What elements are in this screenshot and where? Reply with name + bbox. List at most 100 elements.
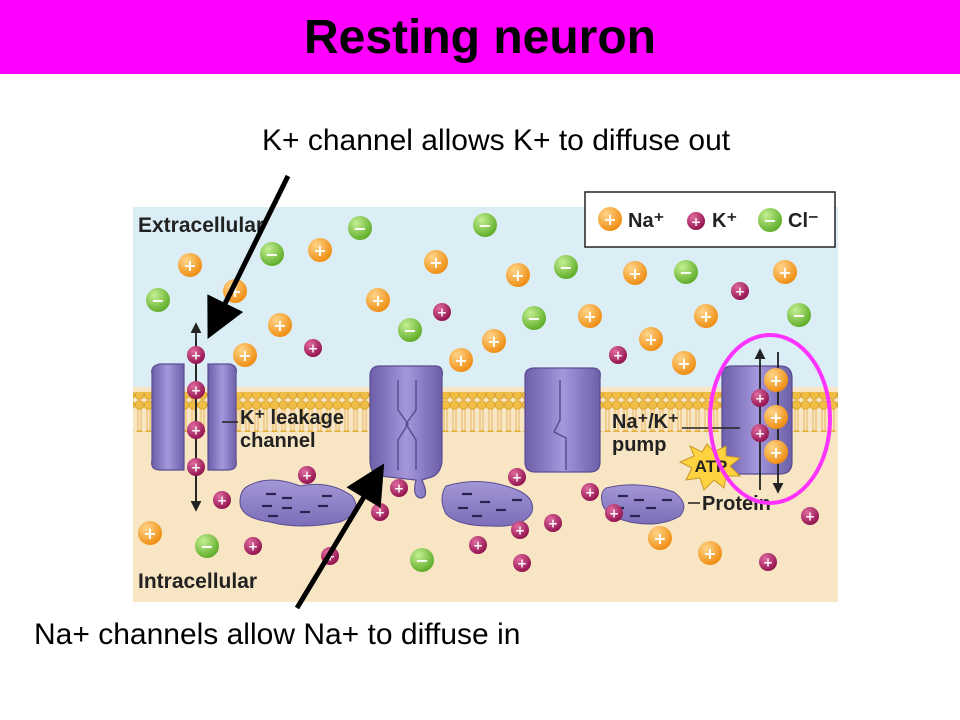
svg-text:+: + bbox=[515, 523, 525, 537]
cl-ion: − bbox=[473, 213, 497, 237]
svg-text:−: − bbox=[265, 245, 278, 264]
k-ion: + bbox=[187, 346, 205, 364]
svg-text:+: + bbox=[473, 538, 483, 552]
cl-ion: − bbox=[195, 534, 219, 558]
k-ion: + bbox=[187, 421, 205, 439]
svg-text:+: + bbox=[628, 264, 641, 283]
na-ion: + bbox=[639, 327, 663, 351]
svg-text:+: + bbox=[805, 509, 815, 523]
svg-text:+: + bbox=[371, 291, 384, 310]
svg-text:+: + bbox=[191, 423, 201, 437]
k-ion: + bbox=[581, 483, 599, 501]
channel-protein bbox=[524, 367, 601, 473]
svg-text:+: + bbox=[191, 383, 201, 397]
k-ion: + bbox=[187, 381, 205, 399]
svg-text:+: + bbox=[548, 516, 558, 530]
protein-charges bbox=[262, 492, 672, 518]
extracellular-label: Extracellular bbox=[138, 214, 264, 237]
na-ion: + bbox=[648, 526, 672, 550]
cl-ion: − bbox=[674, 260, 698, 284]
legend: + Na⁺ + K⁺ − Cl⁻ bbox=[584, 191, 836, 248]
svg-text:−: − bbox=[415, 551, 428, 570]
page-title: Resting neuron bbox=[303, 10, 656, 64]
svg-text:−: − bbox=[403, 321, 416, 340]
k-leakage-channel bbox=[151, 363, 237, 471]
svg-text:+: + bbox=[454, 351, 467, 370]
na-ion: + bbox=[449, 348, 473, 372]
svg-text:+: + bbox=[143, 524, 156, 543]
na-ion: + bbox=[623, 261, 647, 285]
k-ion: + bbox=[513, 554, 531, 572]
svg-text:−: − bbox=[527, 309, 540, 328]
k-ion: + bbox=[508, 468, 526, 486]
k-ion: + bbox=[390, 479, 408, 497]
k-ion: + bbox=[244, 537, 262, 555]
svg-text:+: + bbox=[394, 481, 404, 495]
na-ion: + bbox=[764, 405, 788, 429]
cl-ion: − bbox=[787, 303, 811, 327]
svg-text:+: + bbox=[437, 305, 447, 319]
na-ion: + bbox=[773, 260, 797, 284]
na-ion: + bbox=[672, 351, 696, 375]
legend-cl-label: Cl⁻ bbox=[788, 210, 819, 232]
k-ion: + bbox=[751, 424, 769, 442]
na-ion: + bbox=[308, 238, 332, 262]
svg-text:+: + bbox=[308, 341, 318, 355]
svg-text:−: − bbox=[200, 537, 213, 556]
k-ion: + bbox=[801, 507, 819, 525]
svg-text:+: + bbox=[585, 485, 595, 499]
svg-text:+: + bbox=[677, 354, 690, 373]
svg-text:+: + bbox=[603, 210, 616, 229]
k-ion: + bbox=[605, 504, 623, 522]
svg-text:+: + bbox=[191, 460, 201, 474]
svg-text:+: + bbox=[769, 443, 782, 462]
k-leakage-label-1: K⁺ leakage bbox=[240, 407, 344, 429]
svg-text:+: + bbox=[183, 256, 196, 275]
svg-text:+: + bbox=[487, 332, 500, 351]
k-ion: + bbox=[511, 521, 529, 539]
na-channel-pointer-arrow bbox=[294, 463, 385, 610]
pump-label-1: Na⁺/K⁺ bbox=[612, 411, 679, 433]
pump-label-2: pump bbox=[612, 434, 666, 456]
svg-text:−: − bbox=[763, 211, 776, 230]
k-ion: + bbox=[544, 514, 562, 532]
k-ion: + bbox=[213, 491, 231, 509]
svg-text:+: + bbox=[609, 506, 619, 520]
cl-ion: − bbox=[522, 306, 546, 330]
cl-ion: − bbox=[410, 548, 434, 572]
svg-text:+: + bbox=[273, 316, 286, 335]
legend-k-label: K⁺ bbox=[712, 210, 737, 232]
k-channel-caption: K+ channel allows K+ to diffuse out bbox=[262, 124, 731, 157]
svg-text:+: + bbox=[517, 556, 527, 570]
na-ion: + bbox=[138, 521, 162, 545]
svg-text:+: + bbox=[769, 408, 782, 427]
k-ion: + bbox=[298, 466, 316, 484]
legend-cl-swatch bbox=[758, 208, 782, 232]
legend-na-swatch bbox=[598, 207, 622, 231]
na-ion: + bbox=[482, 329, 506, 353]
na-ion: + bbox=[424, 250, 448, 274]
svg-text:+: + bbox=[583, 307, 596, 326]
svg-text:+: + bbox=[653, 529, 666, 548]
svg-text:+: + bbox=[375, 505, 385, 519]
svg-text:+: + bbox=[217, 493, 227, 507]
protein-blobs bbox=[239, 479, 685, 527]
k-ion: + bbox=[371, 503, 389, 521]
svg-text:−: − bbox=[353, 219, 366, 238]
svg-text:+: + bbox=[511, 266, 524, 285]
na-ion: + bbox=[268, 313, 292, 337]
k-leakage-label-2: channel bbox=[240, 430, 316, 452]
na-channel-caption: Na+ channels allow Na+ to diffuse in bbox=[34, 618, 521, 651]
svg-text:−: − bbox=[151, 291, 164, 310]
svg-text:+: + bbox=[512, 470, 522, 484]
cl-ion: − bbox=[554, 255, 578, 279]
k-ion: + bbox=[187, 458, 205, 476]
k-ion: + bbox=[731, 282, 749, 300]
svg-text:+: + bbox=[763, 555, 773, 569]
cl-ion: − bbox=[260, 242, 284, 266]
na-ion: + bbox=[178, 253, 202, 277]
k-ion: + bbox=[759, 553, 777, 571]
cell-membrane bbox=[133, 392, 838, 432]
svg-text:+: + bbox=[313, 241, 326, 260]
intracellular-label: Intracellular bbox=[138, 570, 257, 593]
